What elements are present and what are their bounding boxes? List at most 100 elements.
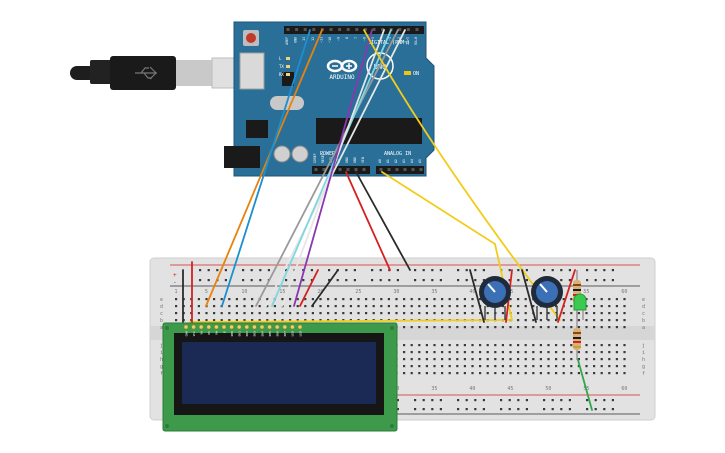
terminal-hole[interactable]	[555, 319, 558, 322]
terminal-hole[interactable]	[615, 312, 618, 315]
rail-hole[interactable]	[474, 399, 477, 402]
terminal-hole[interactable]	[410, 365, 413, 368]
terminal-hole[interactable]	[418, 298, 421, 301]
terminal-hole[interactable]	[471, 358, 474, 361]
terminal-hole[interactable]	[220, 319, 223, 322]
rail-hole[interactable]	[517, 408, 520, 411]
terminal-hole[interactable]	[425, 312, 428, 315]
terminal-hole[interactable]	[197, 312, 200, 315]
terminal-hole[interactable]	[494, 344, 497, 347]
rail-hole[interactable]	[517, 279, 520, 282]
rail-hole[interactable]	[500, 399, 503, 402]
terminal-hole[interactable]	[600, 372, 603, 375]
terminal-hole[interactable]	[228, 298, 231, 301]
terminal-hole[interactable]	[342, 319, 345, 322]
terminal-hole[interactable]	[213, 305, 216, 308]
terminal-hole[interactable]	[220, 312, 223, 315]
terminal-hole[interactable]	[562, 351, 565, 354]
terminal-hole[interactable]	[463, 305, 466, 308]
terminal-hole[interactable]	[600, 365, 603, 368]
rail-hole[interactable]	[525, 399, 528, 402]
rail-hole[interactable]	[199, 269, 202, 272]
terminal-hole[interactable]	[403, 372, 406, 375]
terminal-hole[interactable]	[433, 326, 436, 329]
terminal-hole[interactable]	[334, 319, 337, 322]
terminal-hole[interactable]	[289, 319, 292, 322]
rail-hole[interactable]	[543, 269, 546, 272]
terminal-hole[interactable]	[555, 344, 558, 347]
terminal-hole[interactable]	[456, 326, 459, 329]
rail-hole[interactable]	[457, 269, 460, 272]
terminal-hole[interactable]	[463, 372, 466, 375]
lcd-pin[interactable]	[282, 324, 288, 330]
terminal-hole[interactable]	[433, 305, 436, 308]
terminal-hole[interactable]	[243, 298, 246, 301]
terminal-hole[interactable]	[524, 358, 527, 361]
rail-hole[interactable]	[396, 399, 399, 402]
terminal-hole[interactable]	[577, 319, 580, 322]
terminal-hole[interactable]	[585, 358, 588, 361]
terminal-hole[interactable]	[197, 298, 200, 301]
lcd-pin[interactable]	[183, 324, 189, 330]
rail-hole[interactable]	[207, 269, 210, 272]
wire-black-pot2[interactable]	[521, 269, 537, 323]
terminal-hole[interactable]	[562, 344, 565, 347]
lcd-pin[interactable]	[236, 324, 242, 330]
terminal-hole[interactable]	[448, 344, 451, 347]
header-pin[interactable]	[355, 28, 359, 31]
terminal-hole[interactable]	[623, 365, 626, 368]
terminal-hole[interactable]	[403, 312, 406, 315]
terminal-hole[interactable]	[205, 298, 208, 301]
terminal-hole[interactable]	[593, 298, 596, 301]
terminal-hole[interactable]	[547, 372, 550, 375]
rail-hole[interactable]	[482, 399, 485, 402]
rail-hole[interactable]	[594, 399, 597, 402]
terminal-hole[interactable]	[479, 351, 482, 354]
rail-hole[interactable]	[431, 279, 434, 282]
wire-red-pot2[interactable]	[557, 269, 576, 323]
terminal-hole[interactable]	[524, 298, 527, 301]
rail-hole[interactable]	[285, 279, 288, 282]
rail-hole[interactable]	[379, 279, 382, 282]
wire-red-lcd[interactable]	[299, 269, 319, 307]
terminal-hole[interactable]	[623, 312, 626, 315]
terminal-hole[interactable]	[479, 365, 482, 368]
rail-hole[interactable]	[422, 399, 425, 402]
terminal-hole[interactable]	[524, 305, 527, 308]
terminal-hole[interactable]	[479, 326, 482, 329]
terminal-hole[interactable]	[251, 305, 254, 308]
terminal-hole[interactable]	[570, 372, 573, 375]
terminal-hole[interactable]	[501, 344, 504, 347]
rail-hole[interactable]	[603, 399, 606, 402]
terminal-hole[interactable]	[372, 312, 375, 315]
terminal-hole[interactable]	[524, 344, 527, 347]
terminal-hole[interactable]	[600, 305, 603, 308]
terminal-hole[interactable]	[517, 344, 520, 347]
terminal-hole[interactable]	[243, 312, 246, 315]
terminal-hole[interactable]	[372, 298, 375, 301]
terminal-hole[interactable]	[486, 372, 489, 375]
terminal-hole[interactable]	[471, 312, 474, 315]
rail-hole[interactable]	[207, 279, 210, 282]
rail-hole[interactable]	[560, 279, 563, 282]
terminal-hole[interactable]	[410, 298, 413, 301]
rail-hole[interactable]	[594, 269, 597, 272]
rail-hole[interactable]	[465, 399, 468, 402]
terminal-hole[interactable]	[425, 358, 428, 361]
terminal-hole[interactable]	[197, 319, 200, 322]
terminal-hole[interactable]	[410, 351, 413, 354]
terminal-hole[interactable]	[456, 344, 459, 347]
terminal-hole[interactable]	[319, 298, 322, 301]
rail-hole[interactable]	[551, 408, 554, 411]
rail-hole[interactable]	[603, 279, 606, 282]
terminal-hole[interactable]	[289, 298, 292, 301]
terminal-hole[interactable]	[539, 358, 542, 361]
terminal-hole[interactable]	[585, 365, 588, 368]
header-pin[interactable]	[346, 28, 350, 31]
terminal-hole[interactable]	[365, 312, 368, 315]
terminal-hole[interactable]	[471, 372, 474, 375]
terminal-hole[interactable]	[319, 319, 322, 322]
terminal-hole[interactable]	[501, 365, 504, 368]
terminal-hole[interactable]	[380, 298, 383, 301]
terminal-hole[interactable]	[304, 305, 307, 308]
